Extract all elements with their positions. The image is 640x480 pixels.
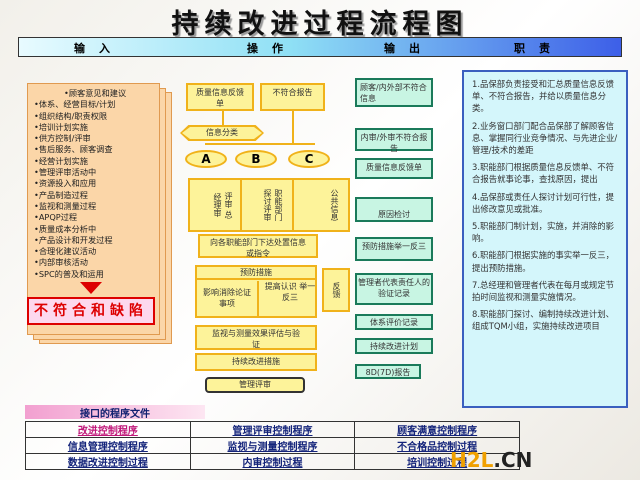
- feedback-loop-box: 反馈: [322, 268, 350, 312]
- interface-table: 改进控制程序管理评审控制程序顾客满意控制程序信息管理控制程序监视与测量控制程序不…: [25, 421, 520, 470]
- input-item: •管理评审活动中: [34, 167, 97, 178]
- classify-label: 信息分类: [182, 127, 262, 139]
- table-row: 信息管理控制程序监视与测量控制程序不合格品控制过程: [25, 437, 520, 454]
- watermark-a: H2L: [450, 448, 494, 472]
- defect-box: 不符合和缺陷: [27, 297, 155, 325]
- prevent-left: 影响消除论证事项: [203, 288, 251, 308]
- improve-box: 持续改进措施: [195, 353, 317, 371]
- header-responsibility: 职责: [514, 42, 564, 55]
- input-item: •资源投入和应用: [34, 178, 97, 189]
- input-item: •产品制造过程: [34, 189, 88, 200]
- input-item: •产品设计和开发过程: [34, 234, 113, 245]
- review-box: 管理评审: [205, 377, 305, 393]
- feedback-form: 质量信息反馈单: [186, 83, 254, 111]
- node-a: A: [185, 150, 227, 168]
- output-6: 管理者代表责任人的验证记录: [355, 273, 433, 305]
- output-3: 质量信息反馈单: [355, 158, 433, 179]
- responsibility-item: 3.职能部门根据质量信息反馈单、不符合报告就事论事，查找原因，提出: [472, 162, 614, 185]
- col-c-box: 公共信息: [292, 178, 350, 232]
- input-item: •合理化建议活动: [34, 246, 97, 257]
- responsibility-item: 4.品保部或责任人探讨计划可行性，提出修改意见或批准。: [472, 191, 614, 214]
- input-item: •经营计划实施: [34, 155, 88, 166]
- monitor-box: 监视与测量效果评估与验证: [195, 325, 317, 350]
- responsibility-item: 1.品保部负责接受和汇总质量信息反馈单、不符合报告，并给以质量信息分类。: [472, 79, 614, 114]
- prevent-box: 预防措施 影响消除论证事项 提高认识 举一反三: [195, 265, 317, 318]
- procedure-link[interactable]: 内审控制过程: [189, 453, 356, 470]
- node-c: C: [288, 150, 330, 168]
- classify-hexagon: 信息分类: [180, 125, 264, 141]
- input-item: •质量成本分析中: [34, 223, 97, 234]
- procedure-link[interactable]: 管理评审控制程序: [189, 421, 356, 438]
- output-1: 顾客/内外部不符合信息: [355, 78, 433, 107]
- responsibility-panel: 1.品保部负责接受和汇总质量信息反馈单、不符合报告，并给以质量信息分类。 2.业务…: [462, 70, 628, 408]
- dispatch-box: 向各职能部门下达处置信息或指令: [198, 234, 318, 258]
- input-item: •售后服务、顾客调查: [34, 144, 113, 155]
- procedure-link[interactable]: 数据改进控制过程: [25, 453, 191, 470]
- header-input: 输入: [74, 42, 124, 55]
- procedure-link[interactable]: 顾客满意控制程序: [354, 421, 520, 438]
- output-5: 预防措施举一反三: [355, 237, 433, 261]
- procedure-link[interactable]: 信息管理控制程序: [25, 437, 191, 454]
- output-8: 持续改进计划: [355, 338, 433, 354]
- output-7: 体系评价记录: [355, 314, 433, 330]
- input-item: •内部审核活动: [34, 257, 88, 268]
- input-item: •体系、经营目标/计划: [34, 99, 116, 110]
- input-item: •培训计划实施: [34, 121, 88, 132]
- prevent-right: 提高认识 举一反三: [257, 281, 318, 316]
- header-output: 输出: [384, 42, 434, 55]
- col-a-box: 评审 总经理审: [188, 178, 242, 232]
- nonconformity-report: 不符合报告: [260, 83, 325, 111]
- watermark-cn: .CN: [493, 448, 533, 472]
- down-arrow-icon: [80, 282, 102, 294]
- responsibility-item: 2.业务窗口部门配合品保部了解顾客信息、掌握同行业竞争情况、与先进企业/管理/技…: [472, 120, 618, 156]
- interface-label: 接口的程序文件: [25, 405, 205, 420]
- responsibility-item: 7.总经理和管理者代表在每月或规定节拍时间监视和测量实施情况。: [472, 279, 614, 303]
- responsibility-item: 6.职能部门根据实施的事实举一反三，提出预防措施。: [472, 250, 614, 273]
- prevent-title: 预防措施: [197, 267, 315, 280]
- column-header-bar: 输入 操作 输出 职责: [18, 37, 622, 57]
- input-item: •顾客意见和建议: [64, 88, 127, 98]
- procedure-link[interactable]: 改进控制程序: [25, 421, 191, 438]
- node-b: B: [235, 150, 277, 168]
- header-operation: 操作: [247, 42, 297, 55]
- output-4: 原因检讨: [355, 197, 433, 222]
- input-item: •APQP过程: [34, 212, 78, 223]
- watermark: H2L.CN: [450, 448, 532, 472]
- procedure-link[interactable]: 监视与测量控制程序: [189, 437, 356, 454]
- output-9: 8D(7D)报告: [355, 364, 421, 379]
- responsibility-item: 8.职能部门探讨、编制持续改进计划、组成TQM小组，实施持续改进项目: [472, 309, 614, 332]
- input-item: •SPC的普及和运用: [34, 268, 104, 279]
- table-row: 数据改进控制过程内审控制过程培训控制过程: [25, 453, 520, 470]
- input-item: •供方控制/评审: [34, 133, 91, 144]
- input-item: •组织结构/职责权限: [34, 110, 108, 121]
- col-b-box: 职能部门探讨评审: [240, 178, 294, 232]
- output-2: 内审/外审不符合报告: [355, 128, 433, 153]
- page-title: 持续改进过程流程图: [171, 9, 469, 40]
- procedure-link[interactable]: 培训控制过程: [354, 453, 520, 470]
- input-item: •监视和测量过程: [34, 200, 97, 211]
- input-list: •顾客意见和建议•体系、经营目标/计划•组织结构/职责权限•培训计划实施•供方控…: [27, 83, 160, 335]
- table-row: 改进控制程序管理评审控制程序顾客满意控制程序: [25, 421, 520, 438]
- responsibility-item: 5.职能部门制计划，实施，并消除的影响。: [472, 221, 614, 244]
